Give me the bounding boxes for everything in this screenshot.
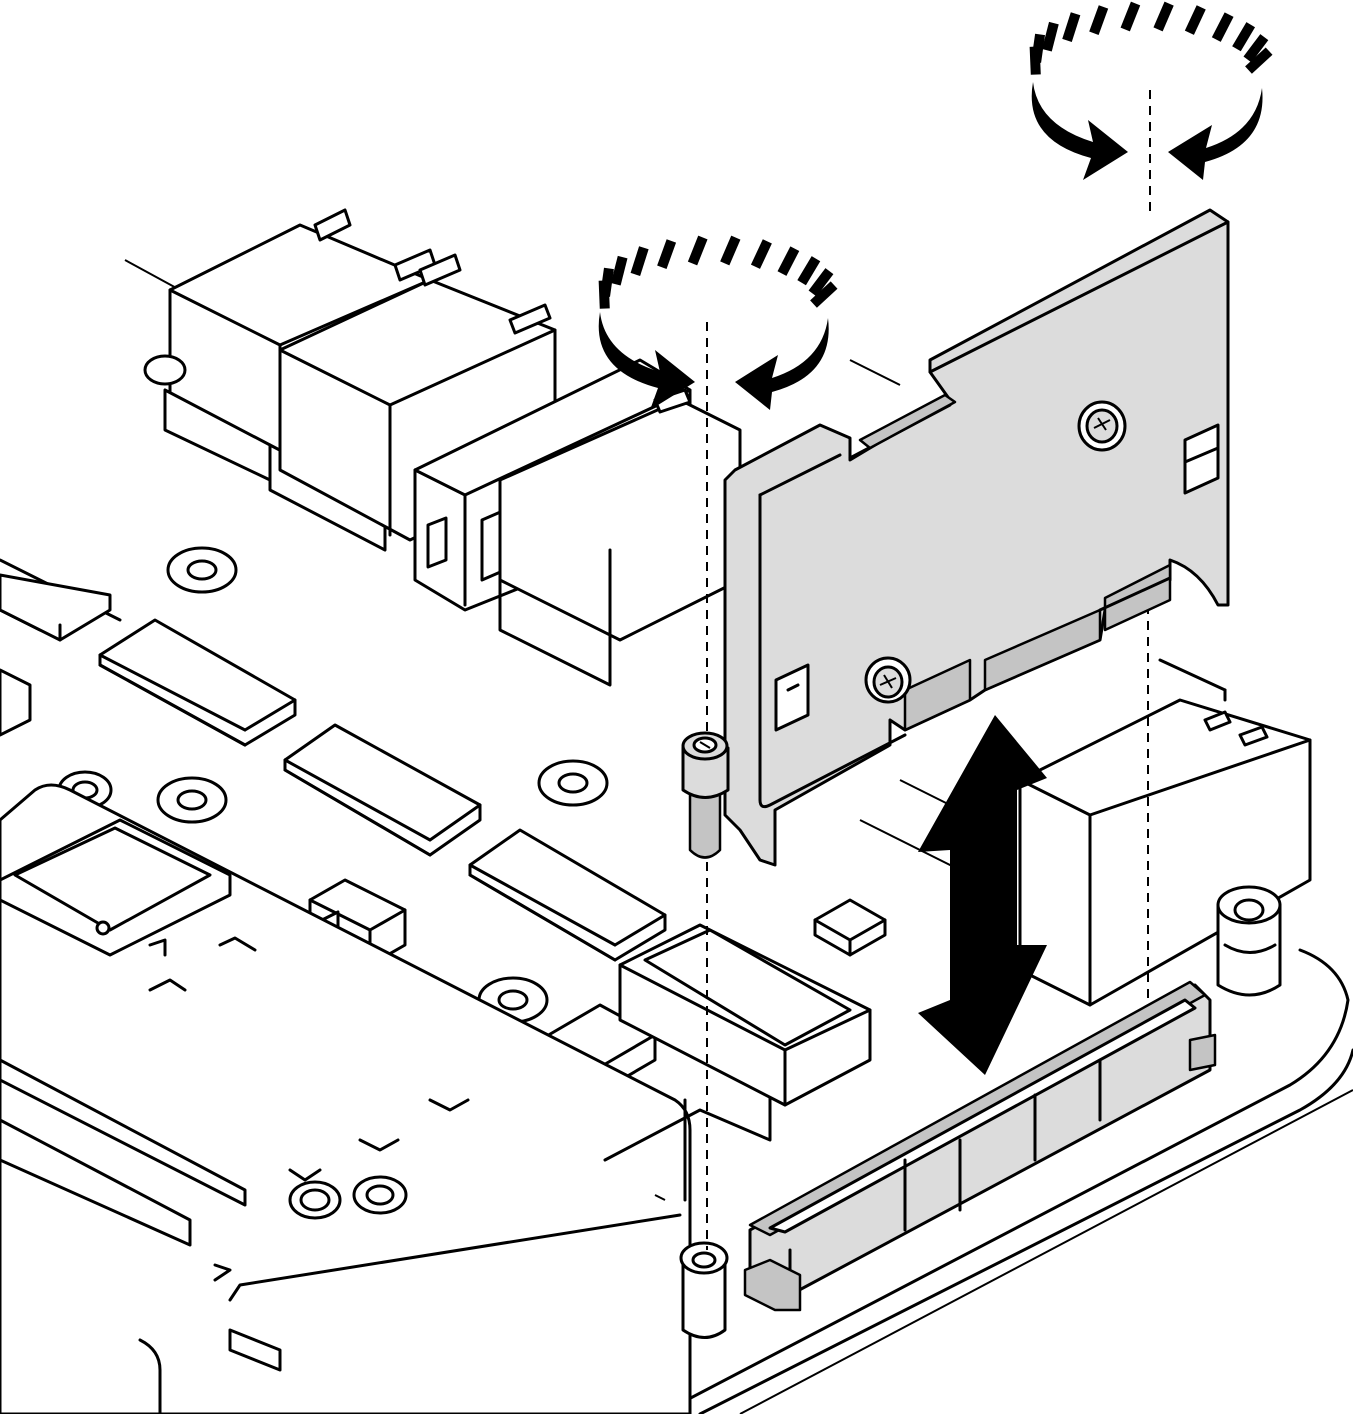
rotation-dash <box>630 246 649 276</box>
rotation-dash <box>1089 5 1109 35</box>
rotation-dash <box>1031 33 1046 63</box>
rotation-dash <box>1211 12 1234 42</box>
alignment-guides <box>706 90 1151 1250</box>
air-baffle <box>0 783 772 1414</box>
connector-cage <box>413 358 742 687</box>
rotation-dash <box>1062 12 1081 42</box>
board-screws <box>288 1168 408 1220</box>
rotation-dash <box>1184 5 1206 35</box>
board-chips <box>0 573 887 1097</box>
rotation-dash <box>720 235 741 266</box>
rotation-dash <box>600 267 614 297</box>
rotation-dash <box>777 246 800 276</box>
rotate-screw-arrow-left-icon <box>598 235 838 410</box>
rotation-dash <box>610 255 628 286</box>
rotation-dash <box>797 256 821 286</box>
rotation-dash <box>810 281 838 308</box>
adapter-card-with-bracket <box>681 208 1230 867</box>
riser-slot-connector <box>743 980 1217 1312</box>
rotate-screw-arrow-right-icon <box>1029 1 1273 180</box>
chassis-standoff-right <box>1216 885 1282 997</box>
double-vertical-arrow-icon <box>918 715 1047 1075</box>
rotation-dash <box>1245 47 1273 74</box>
rotation-dash <box>1243 34 1269 63</box>
rotation-dash <box>1232 22 1256 52</box>
rotation-dash <box>1153 1 1174 32</box>
rotation-dash <box>808 268 834 297</box>
system-board <box>0 259 1353 1414</box>
rotation-dash <box>1042 21 1059 52</box>
screw-hole-slot <box>654 1194 729 1339</box>
rotation-dash <box>687 235 708 266</box>
rotation-dash <box>750 239 772 269</box>
rotation-dash <box>657 239 677 269</box>
rotation-dash <box>1120 1 1141 32</box>
small-chip-block <box>618 923 872 1107</box>
